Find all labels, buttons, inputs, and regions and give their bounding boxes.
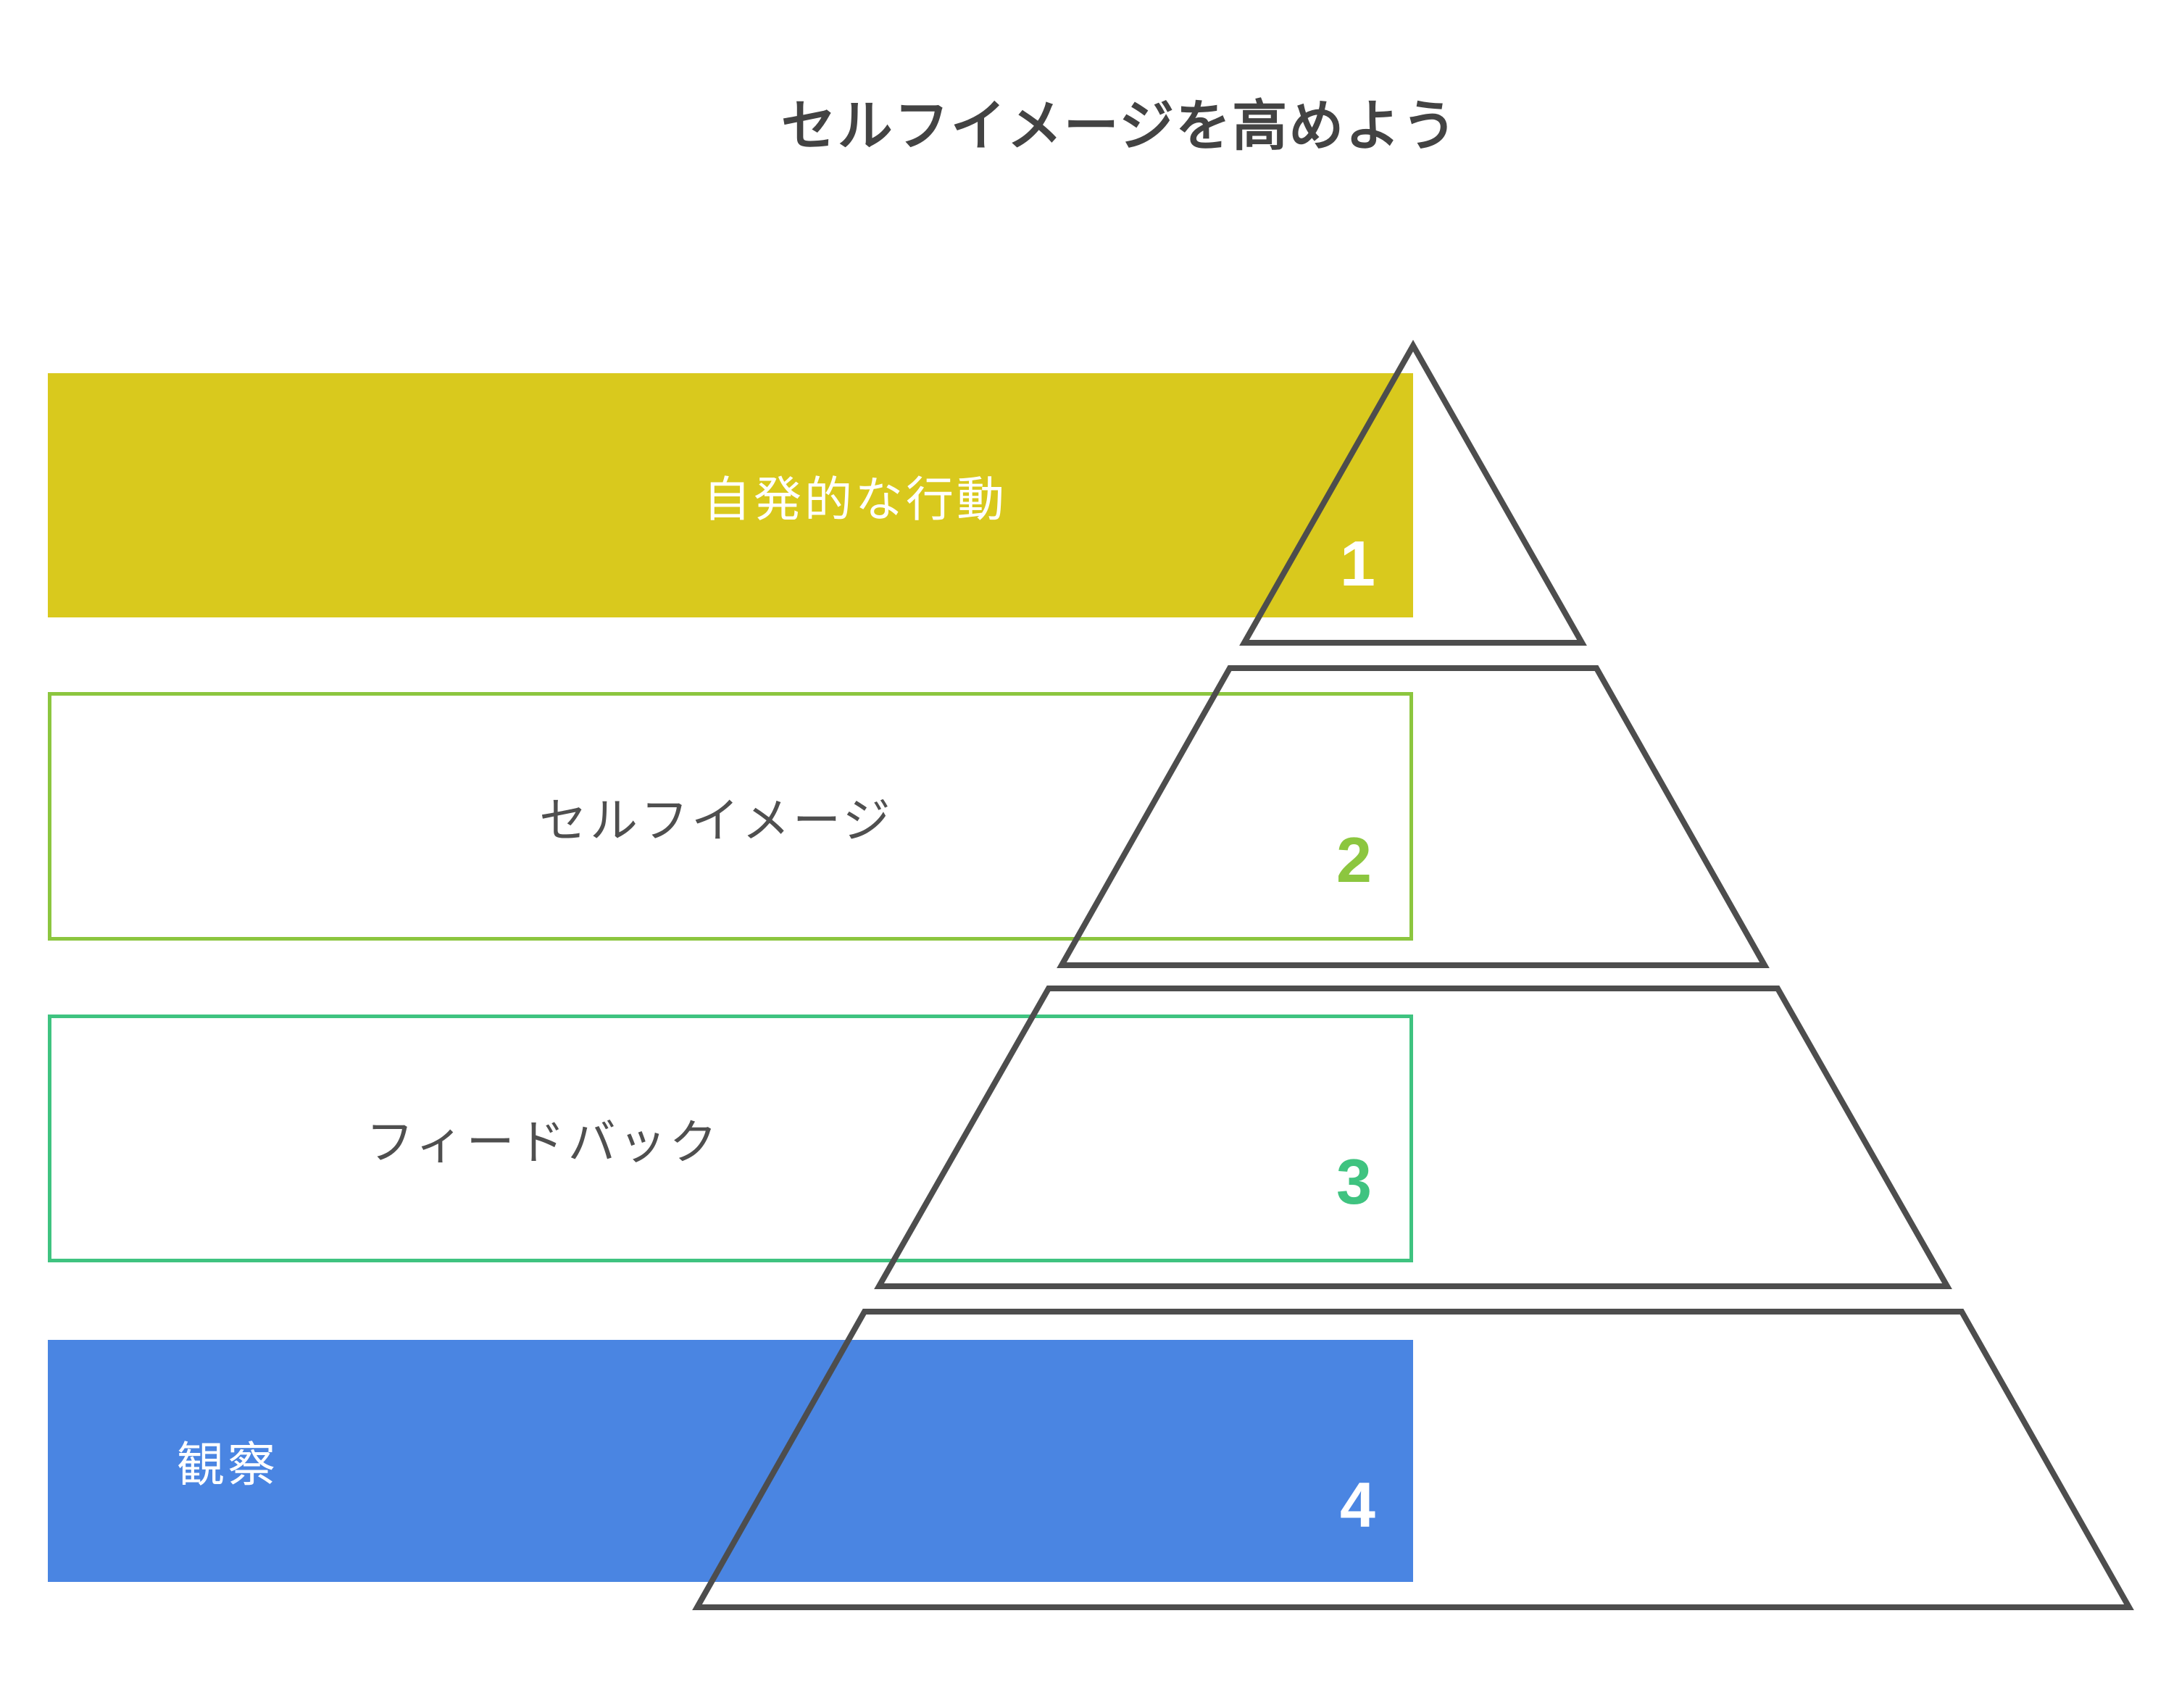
bar-label: 自発的な行動 <box>703 472 1007 526</box>
bar-number: 4 <box>1340 1469 1375 1541</box>
bar-label: 観察 <box>177 1438 278 1491</box>
level-bar-1: 自発的な行動 1 <box>48 373 1413 617</box>
level-bar-4: 観察 4 <box>48 1340 1413 1582</box>
diagram-title: セルフイメージを高めよう <box>780 96 1459 157</box>
bar-number: 2 <box>1336 824 1372 896</box>
bar-number: 3 <box>1336 1146 1372 1217</box>
bar-label: フィードバック <box>366 1115 720 1169</box>
level-bar-3: フィードバック 3 <box>48 1015 1413 1262</box>
bar-number: 1 <box>1340 528 1375 599</box>
level-bar-2: セルフイメージ 2 <box>48 692 1413 941</box>
bar-label: セルフイメージ <box>539 793 894 847</box>
